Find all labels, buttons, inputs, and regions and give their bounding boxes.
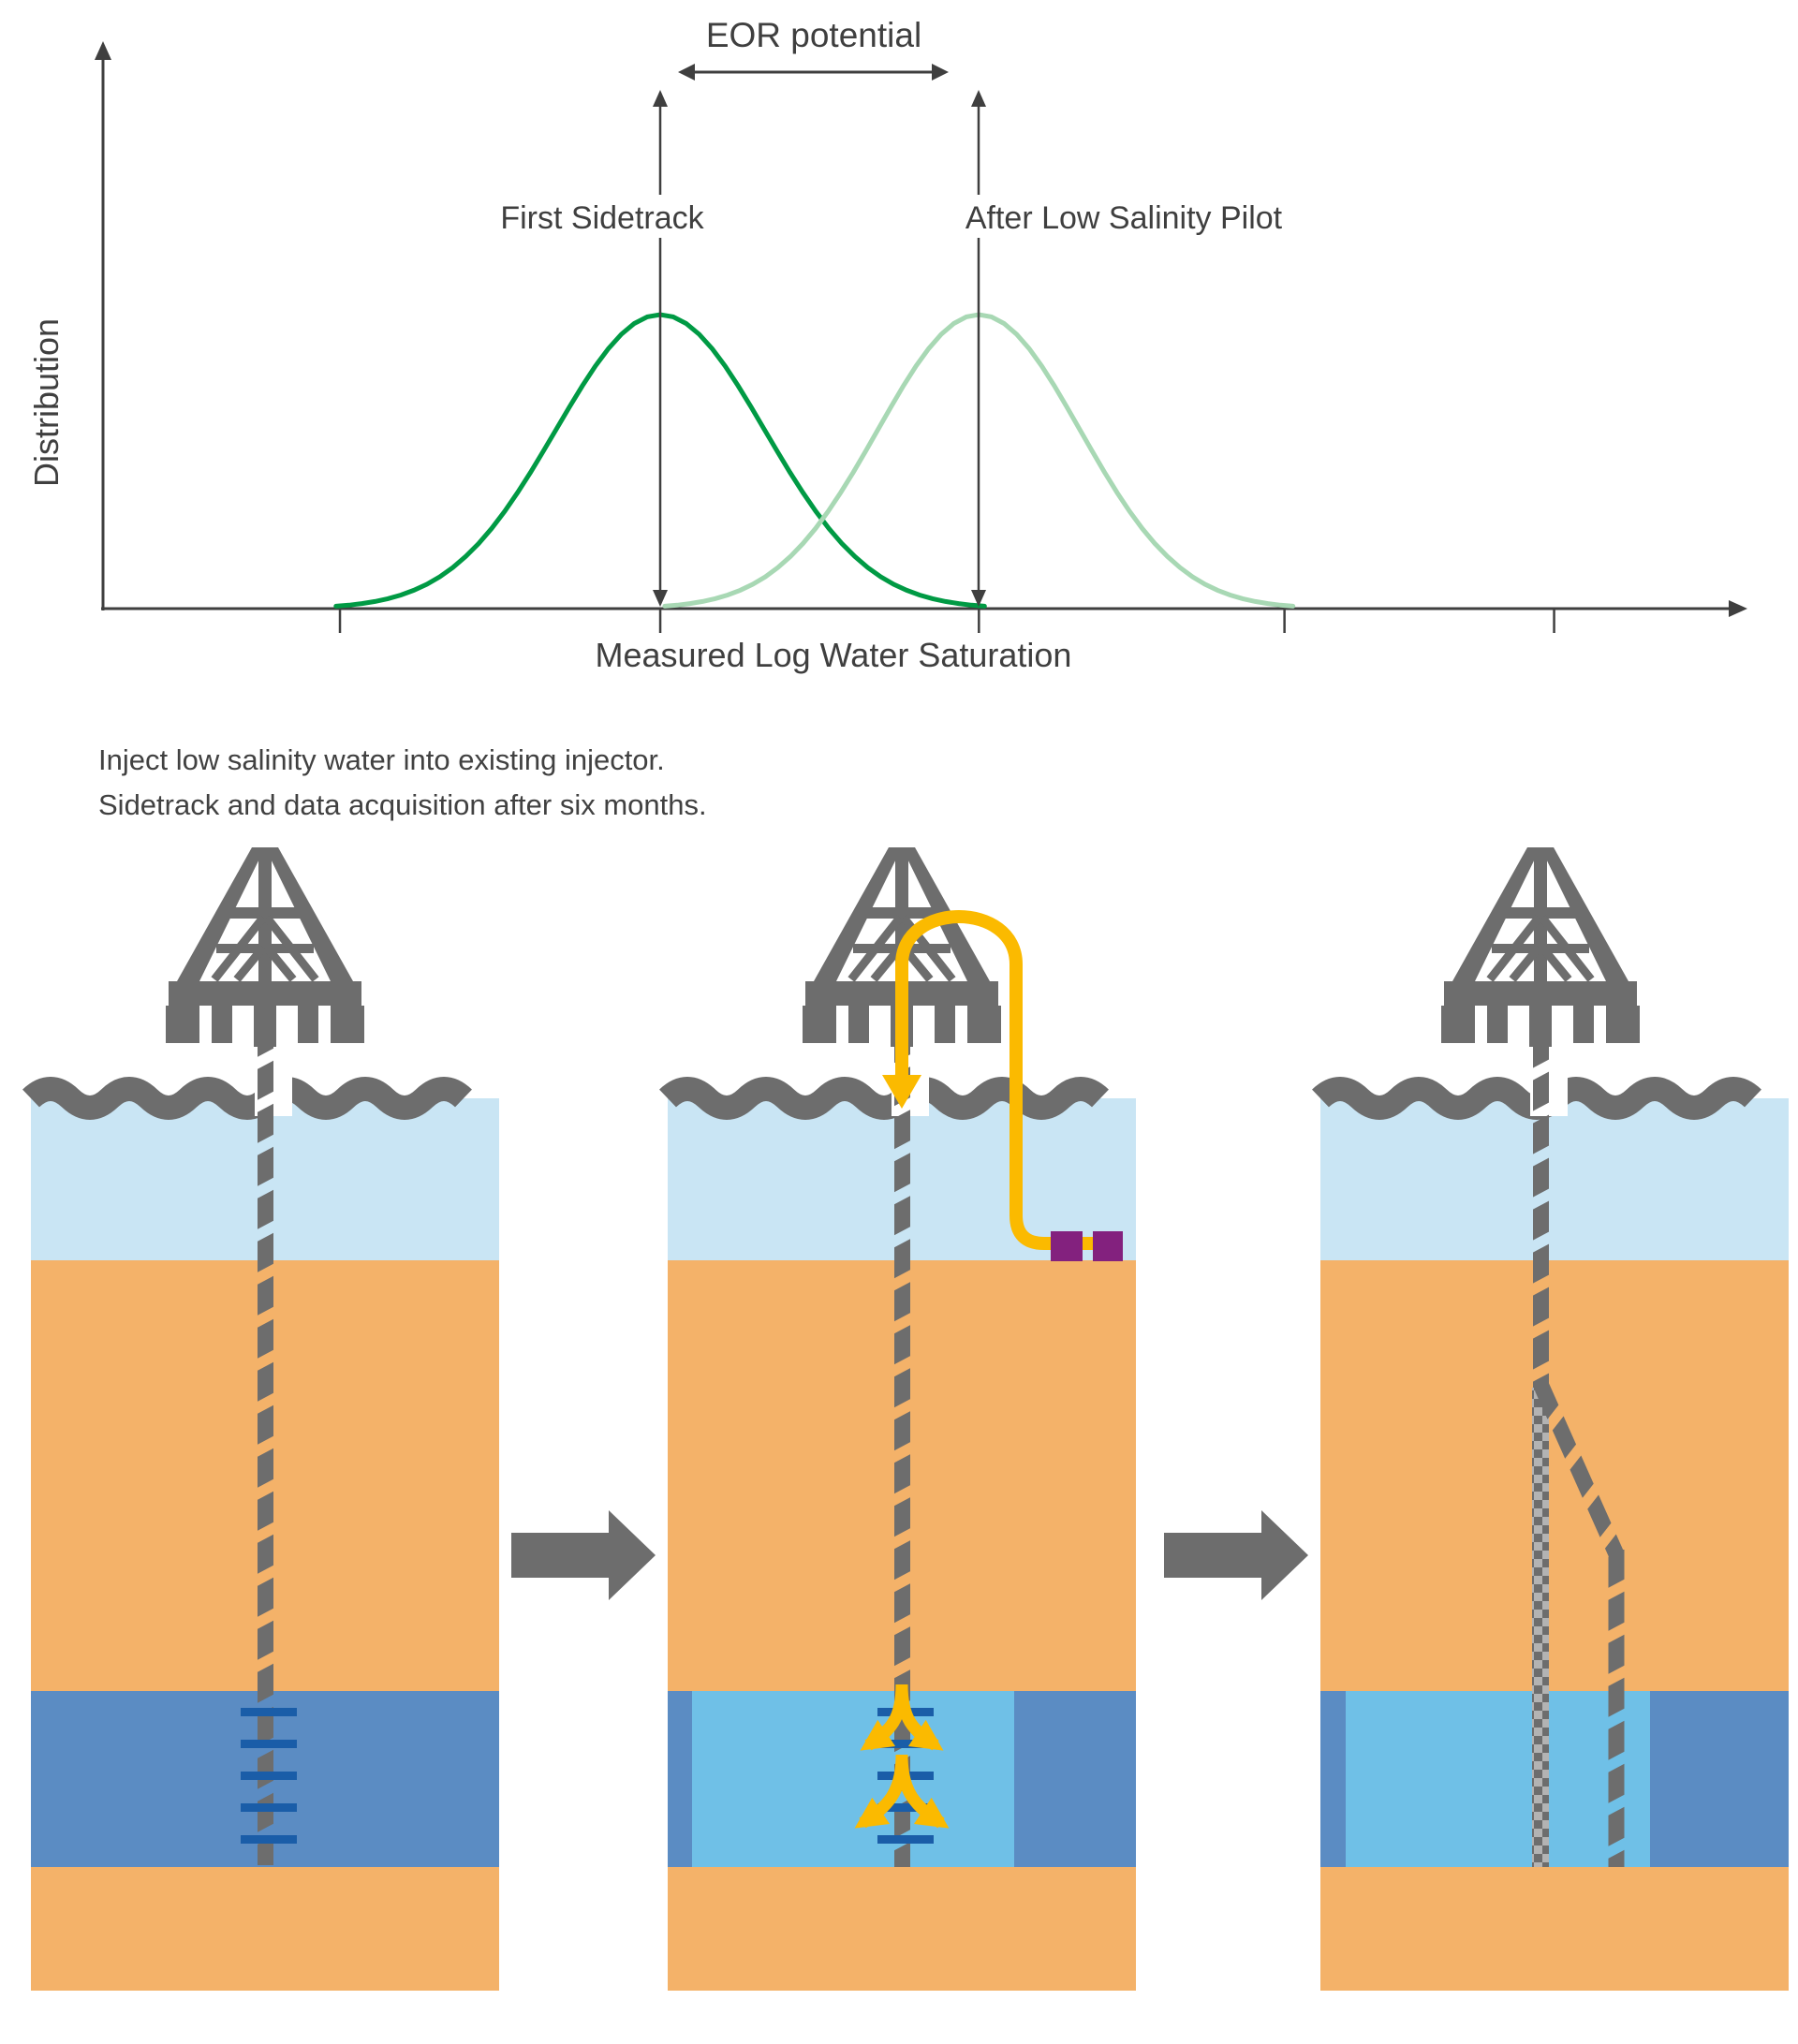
after-low-salinity-pilot-label-bg	[948, 195, 1302, 238]
x-axis-ticks	[338, 609, 1555, 633]
distribution-chart: First Sidetrack After Low Salinity Pilot…	[27, 16, 1747, 674]
first-sidetrack-arrow	[653, 90, 668, 607]
perforations-icon	[241, 1708, 297, 1844]
sidetrack-well-icon	[1533, 1380, 1625, 1867]
x-axis-arrowhead-icon	[1729, 600, 1747, 617]
step-arrow-1-icon	[511, 1510, 656, 1600]
underburden-layer	[668, 1867, 1136, 1991]
subsea-pump-icon	[1051, 1231, 1123, 1261]
well-pipe-icon	[258, 1045, 273, 1865]
x-axis	[101, 600, 1747, 633]
reservoir-layer-left	[668, 1691, 692, 1867]
x-axis-title: Measured Log Water Saturation	[596, 636, 1072, 674]
y-axis-title: Distribution	[27, 318, 66, 487]
sea-wave-icon	[659, 1077, 1109, 1120]
swept-zone-layer	[692, 1691, 1014, 1867]
caption: Inject low salinity water into existing …	[98, 743, 707, 821]
sea-wave-icon	[22, 1077, 472, 1120]
panel-low-salinity-injection	[659, 847, 1136, 1991]
overburden-layer	[1320, 1260, 1789, 1691]
reservoir-layer-right	[1650, 1691, 1789, 1867]
injection-fountain-arrows-icon	[854, 1684, 950, 1829]
underburden-layer	[1320, 1867, 1789, 1991]
plugged-hole-checker-icon	[1532, 1388, 1549, 1867]
caption-line-1: Inject low salinity water into existing …	[98, 743, 665, 776]
oil-rig-icon	[166, 847, 364, 1047]
injection-hose-icon	[895, 910, 1122, 1250]
underburden-layer	[31, 1867, 499, 1991]
well-pipe-icon	[894, 1045, 910, 1867]
eor-potential-label: EOR potential	[706, 16, 921, 54]
panel-sidetrack-data-acquisition	[1312, 847, 1789, 1991]
y-axis-arrowhead-icon	[95, 41, 111, 60]
hose-arrowhead-icon	[882, 1075, 921, 1109]
eor-potential-arrow: EOR potential	[678, 16, 949, 81]
first-sidetrack-label-bg	[479, 195, 725, 238]
well-pipe-icon	[1533, 1045, 1549, 1388]
first-sidetrack-label: First Sidetrack	[500, 200, 704, 236]
caption-line-2: Sidetrack and data acquisition after six…	[98, 788, 707, 821]
reservoir-layer-right	[1014, 1691, 1136, 1867]
panel-existing-injector	[22, 847, 499, 1991]
sea-water-layer	[1320, 1098, 1789, 1260]
step-arrow-2-icon	[1164, 1510, 1308, 1600]
reservoir-layer-left	[1320, 1691, 1346, 1867]
after-low-salinity-pilot-arrow	[971, 90, 986, 607]
after-low-salinity-pilot-label: After Low Salinity Pilot	[965, 200, 1283, 236]
y-axis	[95, 41, 111, 610]
swept-zone-layer	[1346, 1691, 1650, 1867]
oil-rig-icon	[1441, 847, 1640, 1047]
